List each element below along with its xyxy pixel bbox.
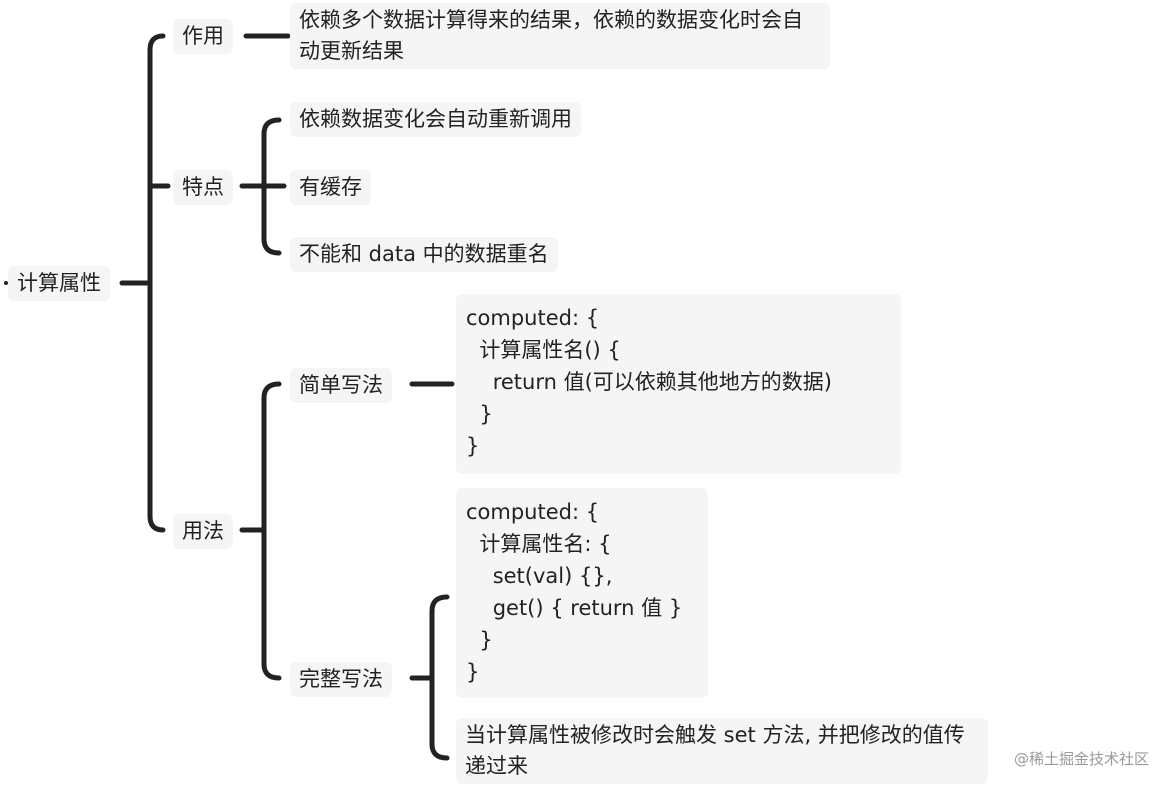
full-code-block[interactable]: computed: { 计算属性名: { set(val) {}, get() … (456, 488, 708, 698)
connector-yongfa-sub (261, 381, 282, 681)
method-full[interactable]: 完整写法 (290, 662, 392, 697)
branch-zuoyong[interactable]: 作用 (173, 19, 233, 54)
full-note[interactable]: 当计算属性被修改时会触发 set 方法, 并把修改的值传递过来 (456, 718, 988, 784)
branch-yongfa[interactable]: 用法 (173, 514, 233, 549)
connector-trunk (147, 33, 166, 533)
simple-code-block[interactable]: computed: { 计算属性名() { return 值(可以依赖其他地方的… (456, 294, 901, 474)
tedian-item-1[interactable]: 依赖数据变化会自动重新调用 (290, 102, 581, 137)
branch-tedian[interactable]: 特点 (173, 170, 233, 205)
tedian-item-3[interactable]: 不能和 data 中的数据重名 (290, 237, 558, 272)
zuoyong-text[interactable]: 依赖多个数据计算得来的结果，依赖的数据变化时会自动更新结果 (290, 3, 830, 69)
root-node[interactable]: 计算属性 (8, 266, 110, 301)
tedian-item-2[interactable]: 有缓存 (290, 170, 371, 205)
method-simple[interactable]: 简单写法 (290, 368, 392, 403)
root-dot (4, 281, 8, 285)
connector-full-sub (429, 594, 450, 761)
watermark: @稀土掘金技术社区 (1013, 750, 1149, 768)
